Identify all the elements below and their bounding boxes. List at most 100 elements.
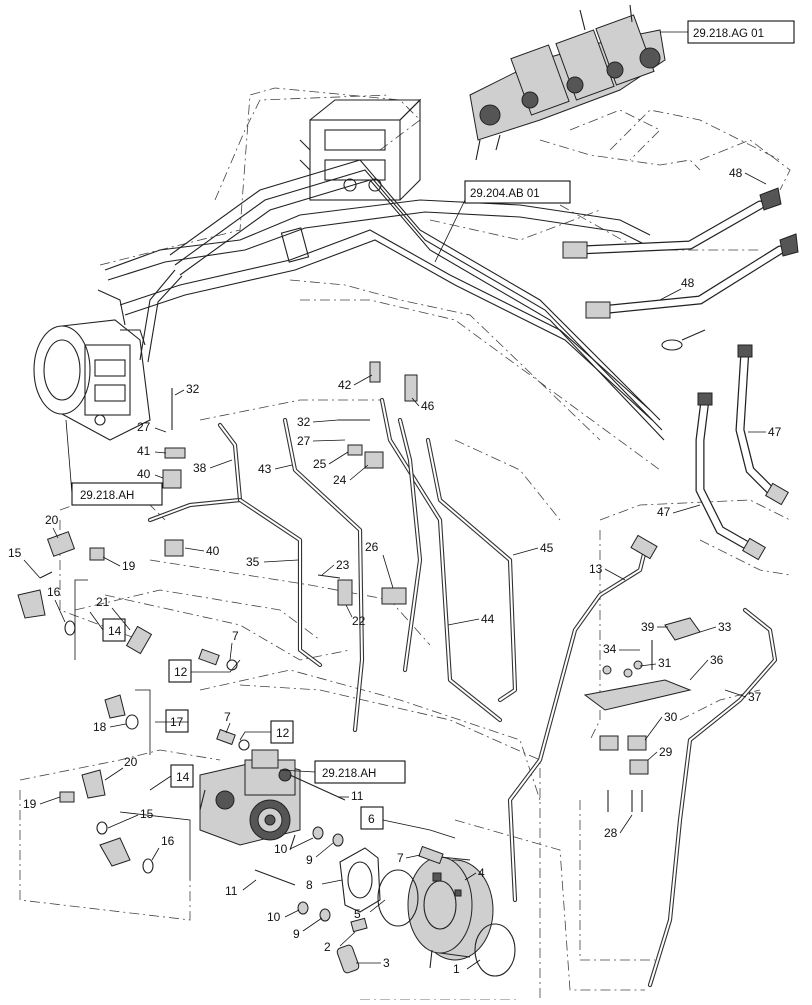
callout-label: 19 [122,559,136,573]
tube-37 [647,607,778,988]
bracket-assembly-right [583,617,701,812]
callout-label: 21 [96,595,110,609]
o-ring-1 [474,923,516,977]
boxed-callout: 14 [108,624,122,638]
tube-45 [425,437,518,703]
callout-label: 4 [478,866,485,880]
callout-label: 39 [641,620,655,634]
boxed-callout: 6 [368,812,375,826]
callout-label: 2 [324,940,331,954]
callout-label: 32 [297,415,311,429]
callout-label: 3 [383,956,390,970]
callout-label: 38 [193,461,207,475]
callouts: 48 48 47 47 13 39 33 34 31 36 37 30 29 2… [8,166,782,976]
ref-box-ah-left: 29.218.AH [65,419,163,506]
callout-label: 48 [681,276,695,290]
callout-label: 27 [297,434,311,448]
ref-text-ah-left: 29.218.AH [80,490,134,502]
callout-label: 47 [657,505,671,519]
fittings-7 [198,648,250,751]
ref-text-ag01: 29.218.AG 01 [693,28,764,40]
gasket-8 [339,847,381,913]
tube-35 [237,497,323,668]
callout-label: 27 [137,420,151,434]
callout-label: 25 [313,457,327,471]
bolts-11 [254,774,346,886]
ref-box-ah-center: 29.218.AH [279,760,406,784]
callout-label: 35 [246,555,260,569]
callout-label: 47 [768,425,782,439]
callout-label: 15 [140,807,154,821]
callout-label: 7 [232,629,239,643]
callout-label: 7 [397,851,404,865]
callout-label: 29 [659,745,673,759]
callout-label: 37 [748,690,762,704]
callout-label: 18 [93,720,107,734]
callout-brackets [74,579,456,880]
ref-box-ab01: 29.204.AB 01 [434,180,571,263]
control-valve-left [33,289,151,441]
boxed-callouts: 14 12 17 12 14 6 [102,618,384,830]
tube-13 [507,534,658,903]
callout-label: 46 [421,399,435,413]
callout-label: 24 [333,473,347,487]
callout-label: 19 [23,797,37,811]
callout-label: 44 [481,612,495,626]
ghost-tube-bundle [104,159,665,441]
washers-9-10 [297,826,344,922]
callout-label: 16 [47,585,61,599]
callout-label: 23 [336,558,350,572]
callout-label: 45 [540,541,554,555]
callout-label: 28 [604,826,618,840]
boxed-callout: 12 [174,665,188,679]
callout-label: 11 [351,789,364,803]
callout-label: 48 [729,166,743,180]
callout-label: 32 [186,382,200,396]
callout-label: 31 [658,656,672,670]
tube-36-37 [397,417,423,673]
hose-48-lower [585,233,799,319]
callout-label: 20 [45,513,59,527]
hose-48-upper [562,187,782,259]
callout-label: 15 [8,546,22,560]
boxed-callout: 14 [176,770,190,784]
hose-47-left [695,392,766,561]
hydraulic-pump [199,749,301,851]
tube-43 [282,417,365,733]
callout-label: 43 [258,462,272,476]
valve-stack-right [469,4,666,161]
callout-label: 13 [589,562,603,576]
callout-label: 7 [224,710,231,724]
clamp-hardware [162,361,418,606]
callout-label: 33 [718,620,732,634]
shaft-pin-3 [336,944,360,974]
callout-label: 16 [161,834,175,848]
fitting-7-lower [418,845,444,865]
callout-label: 40 [137,467,151,481]
hose-47-right [735,344,789,506]
ref-box-ag01: 29.218.AG 01 [660,20,795,44]
callout-label: 36 [710,653,724,667]
callout-label: 9 [293,927,300,941]
callout-label: 1 [453,962,460,976]
callout-label: 5 [354,907,361,921]
hose-clamp [661,329,706,351]
callout-label: 9 [306,853,313,867]
callout-label: 34 [603,642,617,656]
boxed-callout: 12 [276,726,290,740]
callout-label: 40 [206,544,220,558]
ref-text-ab01: 29.204.AB 01 [470,188,540,200]
ref-text-ah-center: 29.218.AH [322,768,376,780]
callout-label: 20 [124,755,138,769]
callout-label: 11 [225,884,238,898]
callout-label: 30 [664,710,678,724]
key-2 [350,917,368,933]
tube-44 [379,397,503,723]
callout-label: 22 [352,614,366,628]
retaining-ring-5 [377,869,419,927]
control-valve-center [299,98,422,201]
left-fittings [17,531,154,874]
callout-label: 10 [267,910,281,924]
callout-label: 10 [274,842,288,856]
